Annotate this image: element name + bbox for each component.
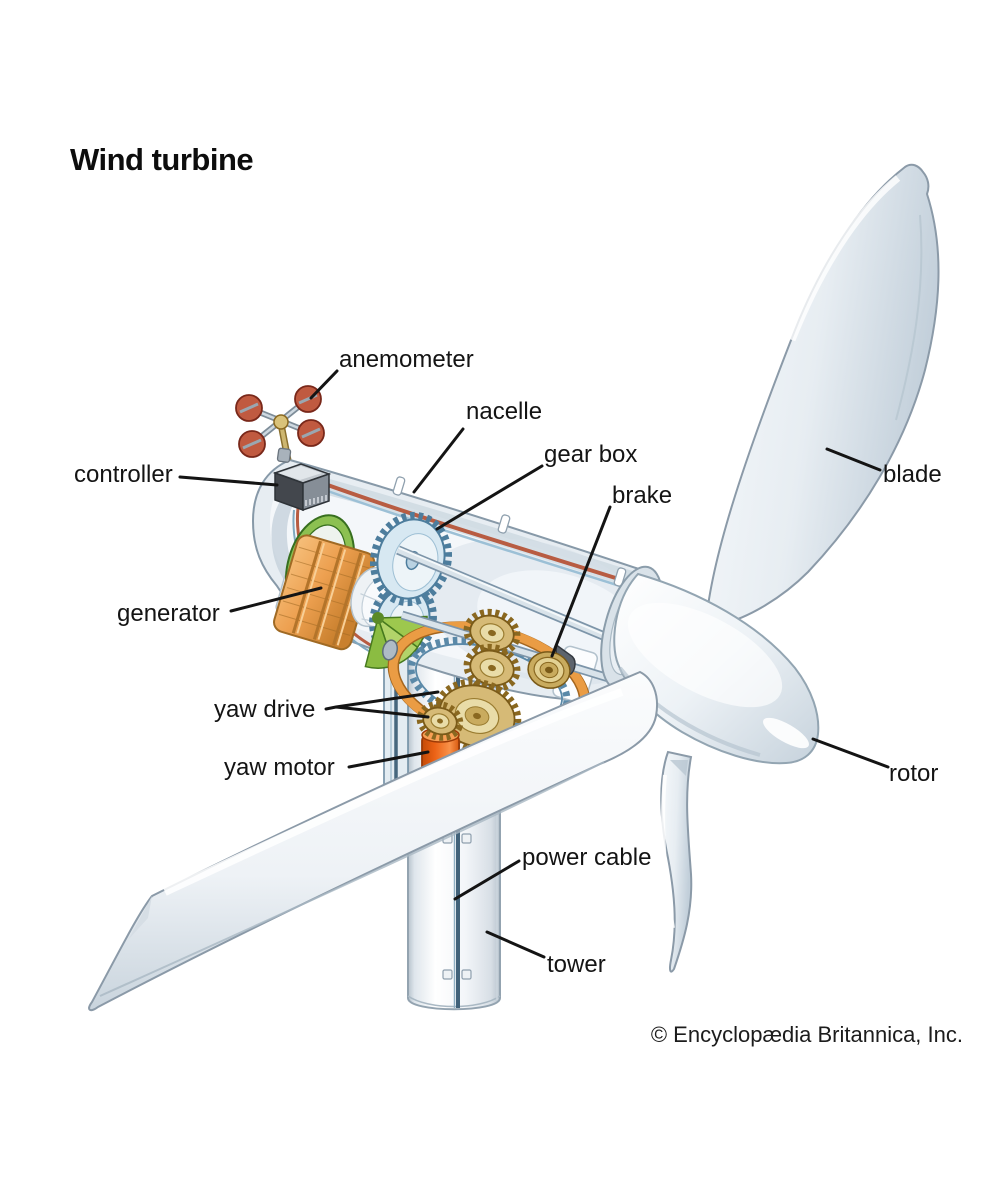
label-gear-box: gear box — [544, 441, 638, 468]
blade-upper-graphic — [704, 163, 940, 626]
label-nacelle: nacelle — [466, 398, 543, 425]
label-blade: blade — [883, 461, 942, 488]
leader-yaw-motor — [347, 750, 430, 769]
label-yaw-drive: yaw drive — [214, 696, 316, 723]
yaw-drive-gear — [463, 608, 521, 658]
leader-blade — [825, 447, 882, 472]
label-brake: brake — [612, 482, 673, 509]
nose-cone — [613, 572, 820, 765]
leader-brake — [550, 505, 612, 658]
label-yaw-motor: yaw motor — [224, 754, 335, 781]
controller-box — [272, 463, 332, 512]
label-generator: generator — [117, 600, 220, 627]
anemometer-graphic — [235, 385, 325, 463]
label-rotor: rotor — [889, 760, 939, 787]
cable-bracket — [442, 833, 472, 980]
main-shaft — [396, 545, 644, 657]
blade-foreground-graphic — [88, 670, 658, 1012]
label-tower: tower — [547, 951, 606, 978]
leader-tower — [485, 930, 546, 959]
page-title: Wind turbine — [70, 142, 254, 177]
leader-power-cable — [453, 859, 521, 901]
brake-disc — [527, 643, 576, 689]
blade-lower-graphic — [660, 750, 693, 973]
leader-rotor — [811, 737, 890, 769]
leader-controller — [178, 475, 279, 487]
anemometer-cup — [235, 385, 325, 458]
yaw-drive-gear — [463, 643, 521, 693]
generator-drum — [273, 534, 376, 651]
label-power-cable: power cable — [522, 844, 652, 871]
label-anemometer: anemometer — [339, 346, 474, 373]
leader-anemometer — [309, 369, 339, 400]
leader-generator — [229, 586, 323, 613]
leader-yaw-drive — [324, 690, 440, 719]
leader-lines — [178, 369, 890, 959]
copyright-credit: © Encyclopædia Britannica, Inc. — [650, 1022, 963, 1047]
label-controller: controller — [74, 461, 173, 488]
leader-gear-box — [435, 464, 544, 531]
leader-nacelle — [412, 427, 465, 494]
